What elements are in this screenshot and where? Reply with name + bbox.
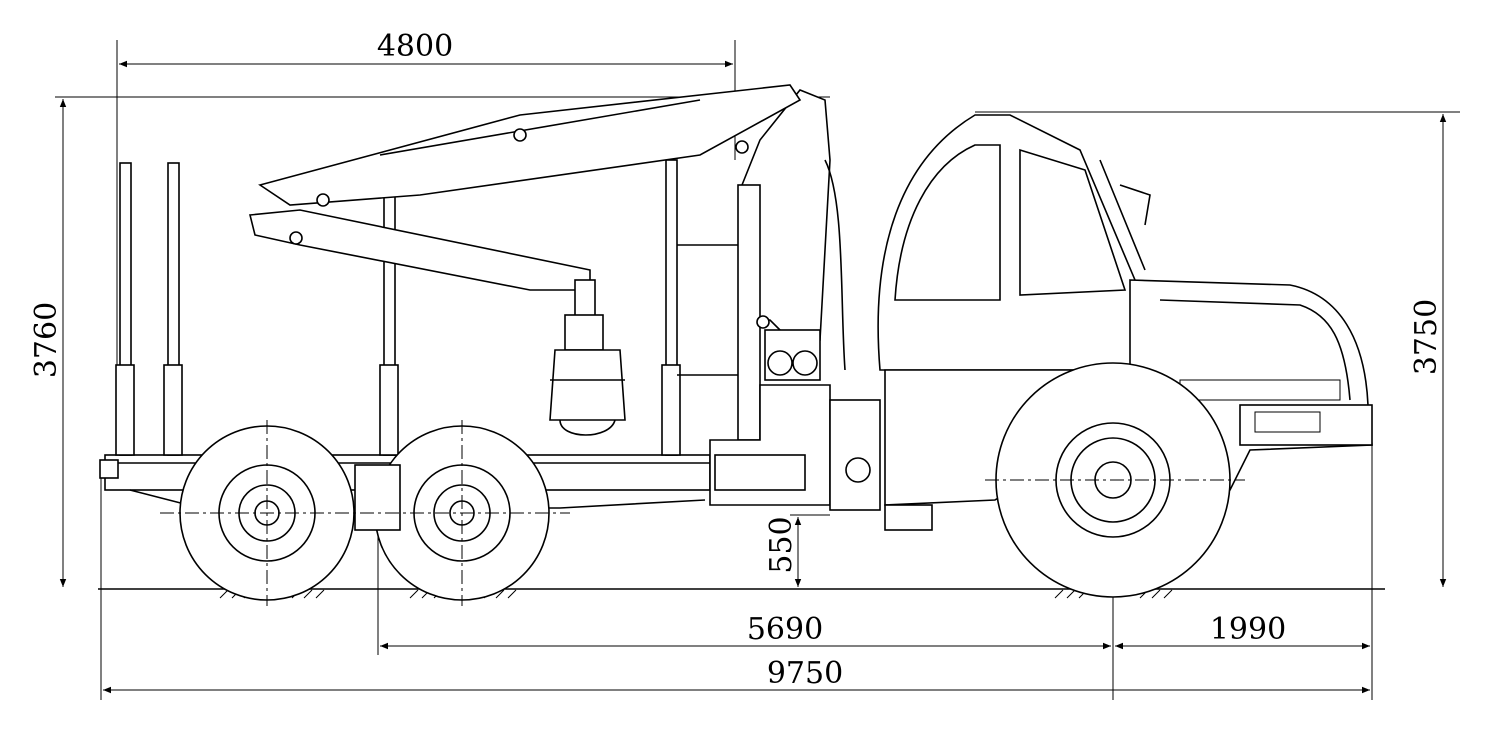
dim-wheelbase: 5690 xyxy=(747,612,823,647)
dim-ground-clearance: 550 xyxy=(764,516,799,573)
dim-front-overhang: 1990 xyxy=(1210,612,1286,647)
dim-overall-length: 9750 xyxy=(767,656,843,691)
center-joint xyxy=(709,384,881,511)
dimension-lines xyxy=(59,60,1447,694)
dim-cab-height: 3750 xyxy=(1409,299,1444,375)
bogie xyxy=(354,464,401,531)
center-lines xyxy=(160,420,1245,606)
crane xyxy=(248,84,846,441)
ground-line xyxy=(98,588,1385,599)
dim-crane-reach: 4800 xyxy=(377,29,453,64)
dim-overall-height: 3760 xyxy=(29,302,64,378)
stakes xyxy=(115,159,740,456)
